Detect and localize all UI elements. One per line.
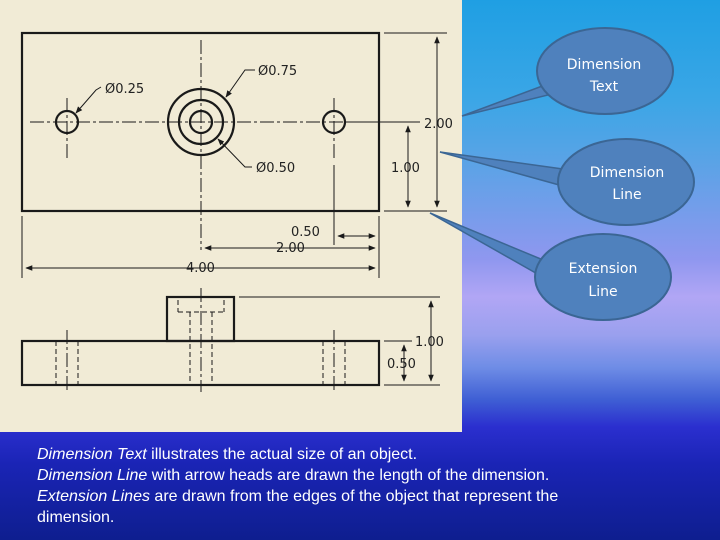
dim-text-hole-small: Ø0.25 bbox=[105, 82, 144, 97]
leader-boss-inner bbox=[217, 138, 252, 168]
term-dimension-text: Dimension Text bbox=[37, 446, 147, 463]
technical-drawing: Ø0.25 Ø0.75 Ø0.50 2.00 1.00 0.50 2.00 4.… bbox=[20, 31, 453, 392]
leader-small-hole bbox=[75, 86, 102, 114]
callout-dimension-text-line1: Dimension bbox=[567, 57, 641, 73]
dim-text-0-50: 0.50 bbox=[291, 225, 320, 240]
caption-line-2-text: with arrow heads are drawn the length of… bbox=[147, 467, 550, 484]
callout-dimension-line: Dimension Line bbox=[439, 138, 695, 226]
boss-hole bbox=[188, 109, 214, 135]
dim-text-boss-inner: Ø0.50 bbox=[256, 161, 295, 176]
callout-dimension-text-line2: Text bbox=[589, 79, 619, 95]
caption-line-4: dimension. bbox=[37, 509, 115, 526]
boss-outer-circle bbox=[166, 87, 236, 157]
caption-text: Dimension Text illustrates the actual si… bbox=[37, 444, 697, 528]
caption-line-1: Dimension Text illustrates the actual si… bbox=[37, 444, 697, 465]
leader-boss-outer bbox=[225, 69, 255, 98]
callout-extension-line: Extension Line bbox=[429, 212, 672, 321]
callout-extension-line-line2: Line bbox=[588, 284, 617, 300]
caption-line-3: Extension Lines are drawn from the edges… bbox=[37, 486, 697, 507]
technical-drawing-panel: Ø0.25 Ø0.75 Ø0.50 2.00 1.00 0.50 2.00 4.… bbox=[0, 0, 462, 432]
dim-text-2-00: 2.00 bbox=[424, 117, 453, 132]
left-small-hole bbox=[54, 109, 80, 135]
term-dimension-line: Dimension Line bbox=[37, 467, 148, 484]
callout-dimension-text: Dimension Text bbox=[461, 27, 674, 117]
dim-text-front-0-50: 0.50 bbox=[387, 357, 416, 372]
caption-line-2: Dimension Line with arrow heads are draw… bbox=[37, 465, 697, 486]
callout-dimension-line-line1: Dimension bbox=[590, 165, 664, 181]
dim-text-2-00-h: 2.00 bbox=[276, 241, 305, 256]
dim-text-boss-outer: Ø0.75 bbox=[258, 64, 297, 79]
callout-extension-line-line1: Extension bbox=[569, 261, 638, 277]
caption-line-3-text: are drawn from the edges of the object t… bbox=[149, 488, 559, 505]
callout-dimension-line-line2: Line bbox=[612, 187, 641, 203]
term-extension-lines: Extension Lines bbox=[37, 488, 150, 505]
boss-inner-circle bbox=[177, 98, 225, 146]
dim-text-front-1-00: 1.00 bbox=[415, 335, 444, 350]
caption-line-1-text: illustrates the actual size of an object… bbox=[146, 446, 418, 463]
dim-text-4-00: 4.00 bbox=[186, 261, 215, 276]
dim-text-1-00: 1.00 bbox=[391, 161, 420, 176]
